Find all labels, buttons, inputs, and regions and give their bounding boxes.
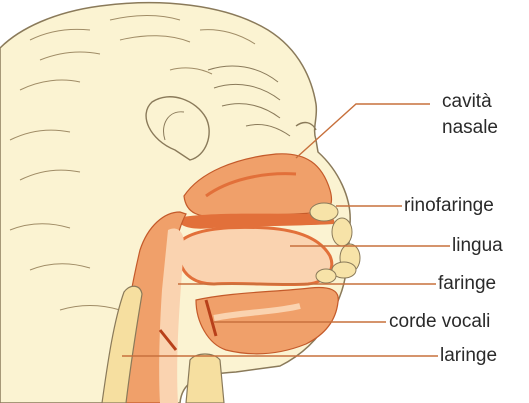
label-nasopharynx: rinofaringe <box>404 196 494 216</box>
tongue-shape <box>180 227 332 284</box>
label-nasal-cavity-line1: cavità <box>442 92 492 112</box>
lower-jaw <box>196 288 338 354</box>
label-tongue: lingua <box>452 236 503 256</box>
label-nasal-cavity-line2: nasale <box>442 118 498 138</box>
trachea <box>186 354 224 403</box>
label-vocal-cords: corde vocali <box>389 312 490 332</box>
label-pharynx: faringe <box>438 274 496 294</box>
label-larynx: laringe <box>440 346 497 366</box>
